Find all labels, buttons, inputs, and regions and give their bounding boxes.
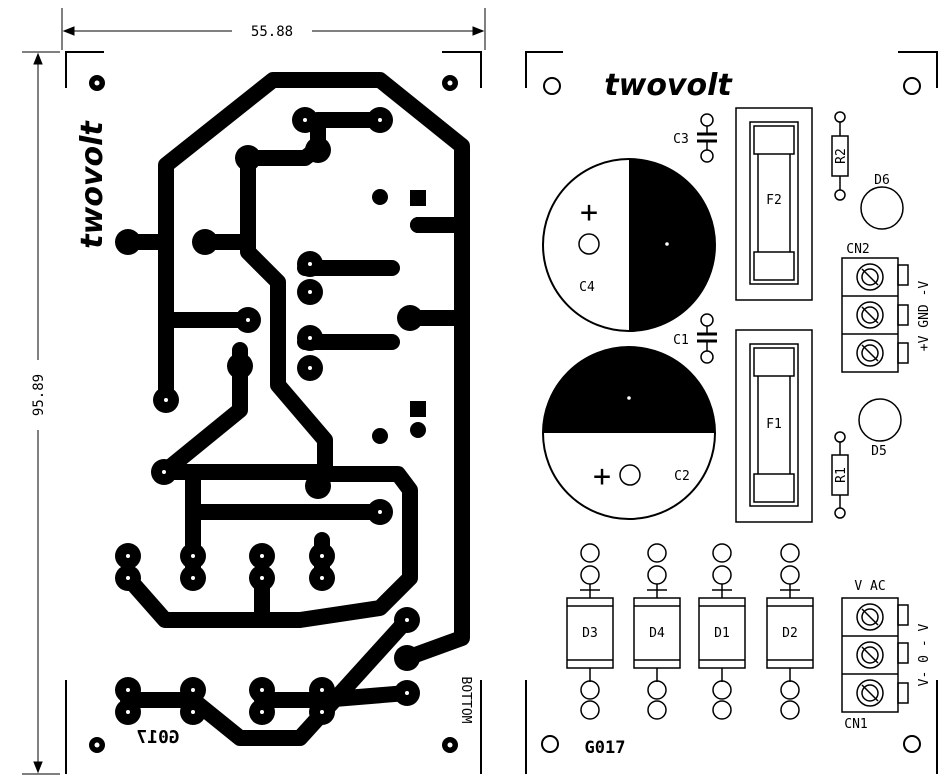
connector-cn2 (841, 257, 909, 373)
dimension-height-label: 95.89 (31, 374, 47, 416)
connector-cn1-title: V AC (854, 579, 885, 594)
capacitor-c4-polarity: + (580, 195, 598, 230)
top-view-board: twovolt G017 + C4 + C2 (525, 51, 938, 774)
capacitor-c3 (697, 113, 717, 163)
fuse-f2 (735, 107, 813, 301)
diode-d4-label: D4 (649, 626, 665, 641)
connector-cn2-label: CN2 (846, 242, 869, 257)
resistor-r1-label: R1 (834, 467, 849, 483)
capacitor-c2: + C2 (542, 346, 716, 520)
connector-cn1-pins: V- 0 - V (917, 624, 932, 687)
capacitor-c3-label: C3 (673, 132, 689, 147)
led-d5-label: D5 (871, 444, 887, 459)
top-view-corner-marks (525, 51, 938, 774)
capacitor-c4-label: C4 (579, 280, 595, 295)
diode-d4 (633, 543, 681, 720)
diode-d3-label: D3 (582, 626, 598, 641)
led-d5 (858, 398, 902, 442)
connector-cn1 (841, 597, 909, 713)
bottom-view-mounting-holes (89, 75, 458, 753)
bottom-view-side-label: BOTTOM (458, 677, 473, 724)
diode-d1-label: D1 (714, 626, 730, 641)
diode-d2-label: D2 (782, 626, 798, 641)
led-d6 (860, 186, 904, 230)
capacitor-c4: + C4 (542, 158, 716, 332)
capacitor-c2-label: C2 (674, 469, 690, 484)
resistor-r2-label: R2 (834, 148, 849, 164)
resistor-r1 (831, 431, 849, 519)
fuse-f2-label: F2 (766, 193, 782, 208)
dimension-height (22, 51, 60, 775)
diode-d1 (698, 543, 746, 720)
bottom-view-brand-logo: twovolt (75, 120, 110, 249)
led-d6-label: D6 (874, 173, 890, 188)
solder-pads (115, 107, 426, 725)
diode-d2 (766, 543, 814, 720)
top-view-brand-logo: twovolt (604, 68, 733, 103)
diode-d3 (566, 543, 614, 720)
solder-pad-holes (126, 118, 409, 714)
capacitor-c1 (697, 313, 717, 364)
connector-cn1-label: CN1 (844, 717, 867, 732)
top-view-code: G017 (585, 738, 626, 758)
resistor-r2 (831, 111, 849, 201)
connector-cn2-pins: +V GND -V (917, 281, 932, 352)
bottom-view-code: G017 (136, 727, 179, 748)
top-view-mounting-holes (541, 77, 921, 753)
dimension-width (61, 8, 486, 50)
capacitor-c1-label: C1 (673, 333, 689, 348)
fuse-f1-label: F1 (766, 417, 782, 432)
dimension-width-label: 55.88 (251, 24, 293, 40)
bottom-view-corner-marks (65, 51, 482, 774)
bottom-view-board: twovolt G017 BOTTOM (65, 51, 482, 774)
capacitor-c2-polarity: + (593, 459, 611, 494)
fuse-f1 (735, 329, 813, 523)
